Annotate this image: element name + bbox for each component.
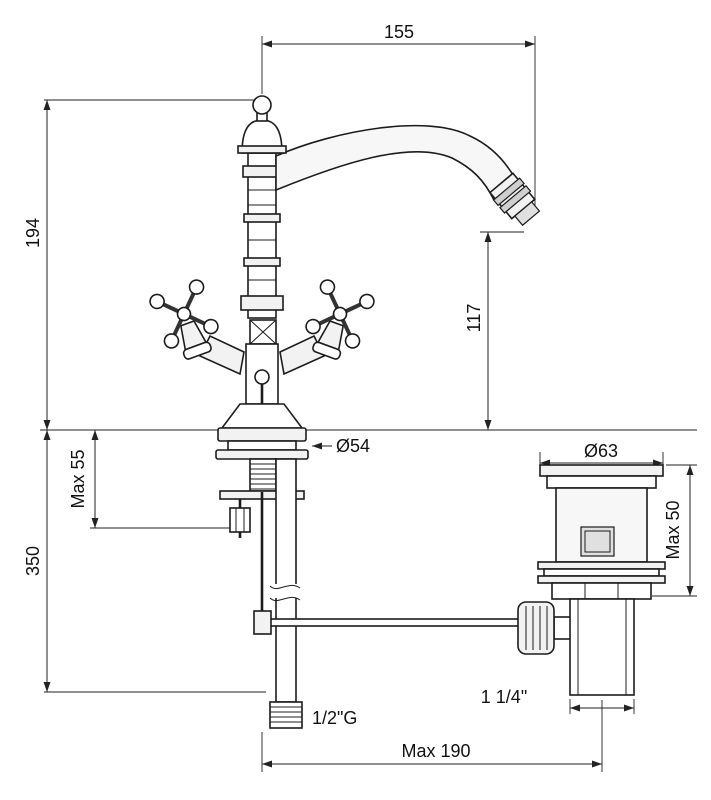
pop-up-knob	[254, 369, 270, 404]
dimension-labels: 155 194 350 117 Max 55 Ø54 Ø63 Max 50 1 …	[23, 22, 683, 761]
dim-max-deck-thickness-label: Max 55	[68, 449, 88, 508]
dimension-lines	[40, 36, 697, 772]
mounting-nut	[229, 507, 251, 533]
dimension-max-deck-thickness	[90, 430, 234, 529]
faucet-drawing	[149, 95, 666, 729]
dimension-waste-max-height	[652, 464, 697, 597]
dimension-max-projection	[261, 700, 603, 772]
left-cross-handle	[149, 279, 219, 360]
dim-below-deck-height-label: 350	[23, 546, 43, 576]
faucet-base	[215, 403, 309, 460]
dim-height-above-deck-label: 194	[23, 218, 43, 248]
dim-spout-reach-label: 155	[384, 22, 414, 42]
dimension-below-deck-height	[43, 430, 266, 693]
waste-flange	[539, 464, 664, 477]
knurled-joint	[517, 601, 573, 655]
dim-waste-max-height-label: Max 50	[663, 500, 683, 559]
faucet-column	[240, 152, 284, 319]
dim-waste-thread-label: 1 1/4"	[481, 687, 527, 707]
right-cross-handle	[305, 279, 375, 360]
spout	[275, 124, 518, 202]
dimension-outlet-height	[480, 231, 524, 430]
aerator-head	[488, 172, 541, 227]
cap-and-finial	[237, 95, 287, 154]
finial-ball	[252, 95, 272, 115]
body-block	[249, 319, 277, 345]
dim-base-diameter-label: Ø54	[336, 436, 370, 456]
supply-pipe	[269, 458, 303, 729]
dim-waste-flange-diameter-label: Ø63	[584, 441, 618, 461]
inlet-thread-end	[269, 701, 303, 729]
waste-nut	[551, 582, 652, 600]
dim-max-projection-label: Max 190	[401, 741, 470, 761]
dimension-height-above-deck	[43, 99, 254, 430]
dim-inlet-thread-label: 1/2"G	[312, 708, 357, 728]
waste-window	[580, 526, 615, 557]
waste-tailpiece	[569, 598, 635, 696]
drain-assembly	[537, 464, 666, 696]
dimension-spout-reach	[261, 36, 536, 210]
dim-outlet-height-label: 117	[464, 304, 484, 333]
dimension-waste-flange-diameter	[539, 452, 664, 467]
pop-up-linkage	[253, 492, 573, 655]
